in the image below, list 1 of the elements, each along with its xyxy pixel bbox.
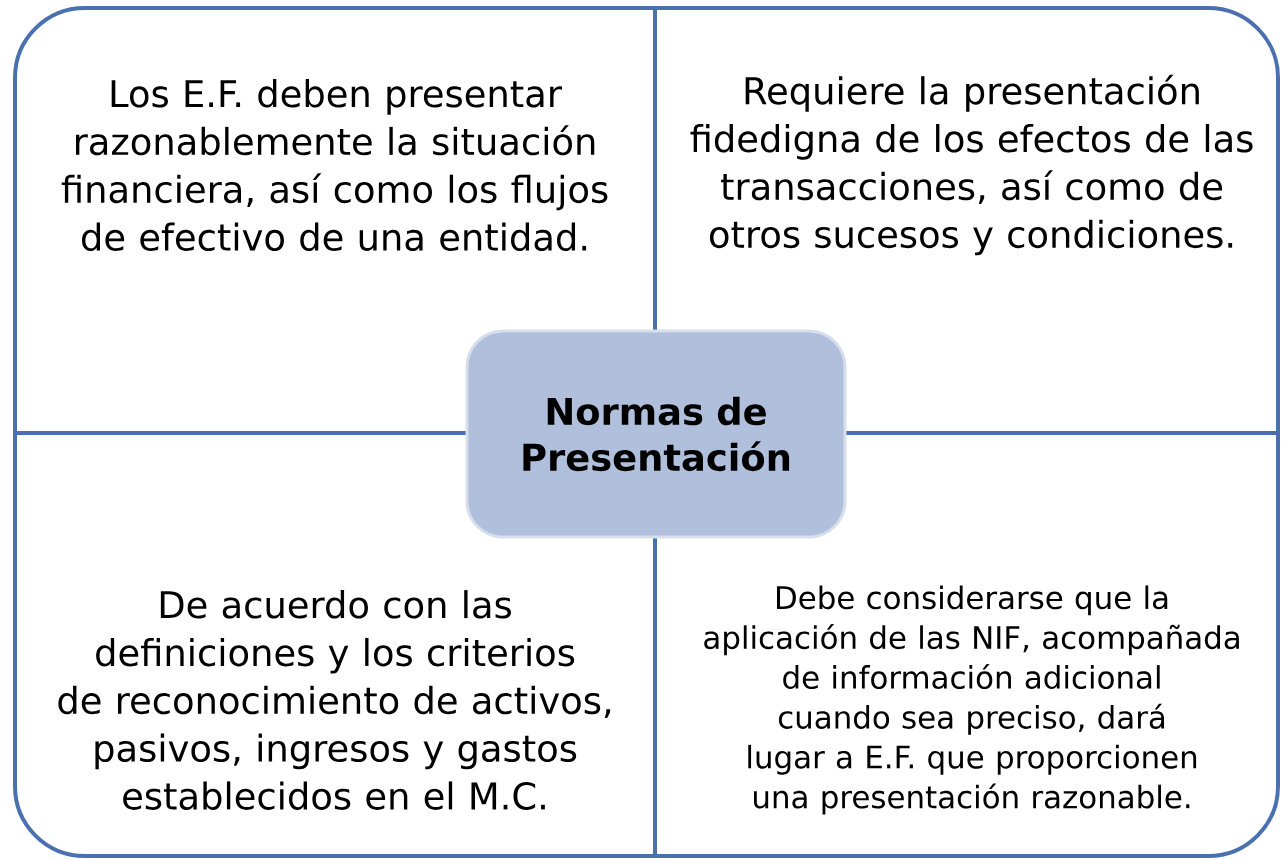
center-box: Normas de Presentación — [465, 329, 847, 539]
